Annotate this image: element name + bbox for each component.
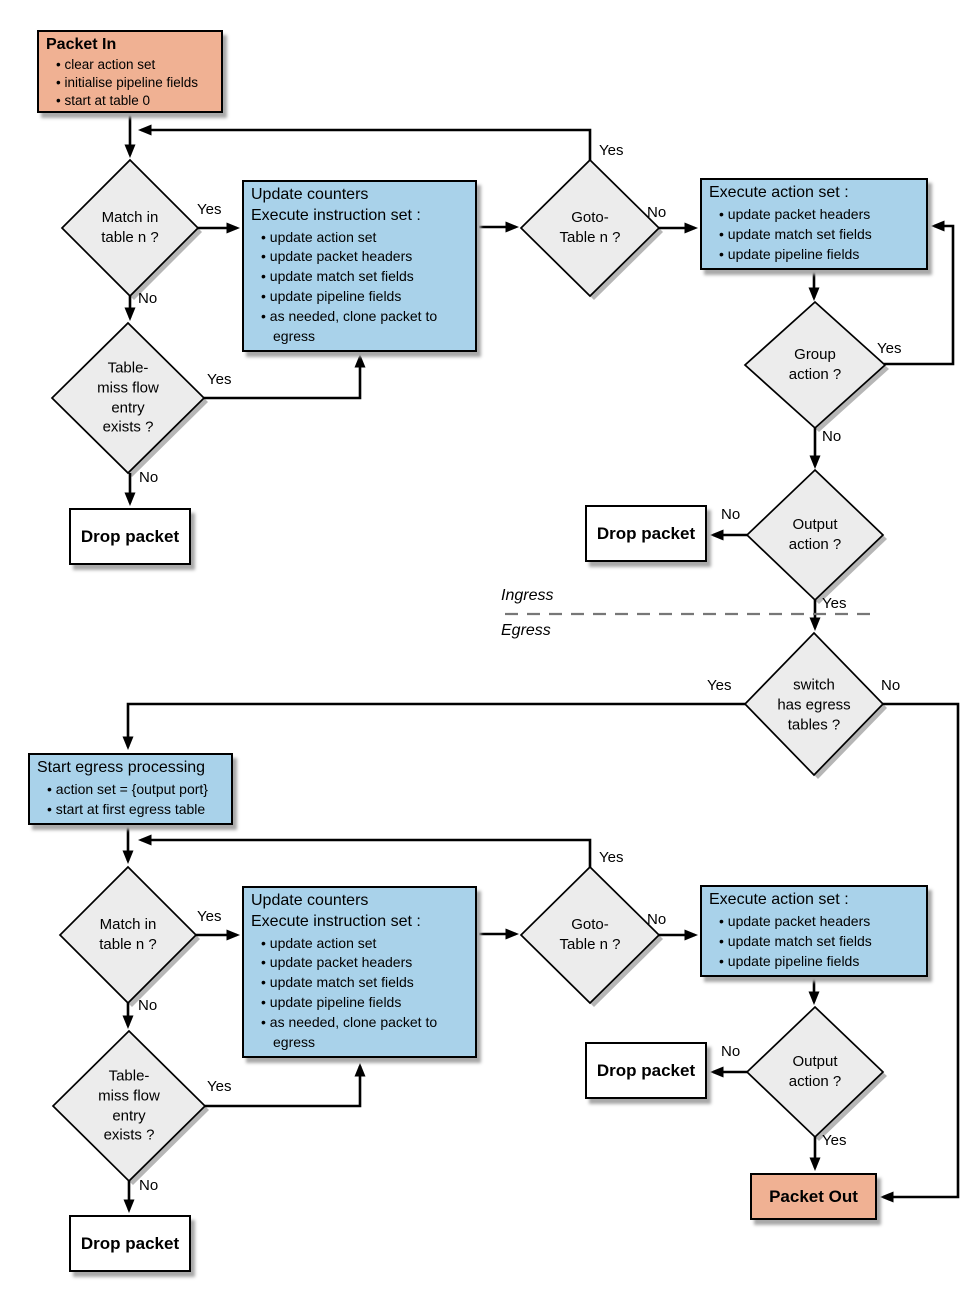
match-ingress-diamond-shape	[60, 158, 200, 298]
tablemiss-egress-diamond-shape	[51, 1029, 207, 1183]
update-counters-title: Update counters	[251, 186, 369, 203]
tablemiss-ingress-diamond-shape	[50, 321, 206, 475]
edge-label-match-egress-no: No	[138, 997, 158, 1014]
switch-decision-label: switch has egress tables ?	[777, 676, 851, 733]
update-counters-egress-box: Update counters Execute instruction set …	[242, 886, 477, 1058]
edge-label-switch-no: No	[881, 677, 901, 694]
edge-label-goto-egress-no: No	[647, 911, 667, 928]
edge-label-output-ingress-yes: Yes	[822, 595, 847, 612]
edge-label-tablemiss-egress-yes: Yes	[207, 1078, 232, 1095]
bullet-item: update pipeline fields	[719, 245, 920, 265]
bullet-item: action set = {output port}	[47, 780, 225, 800]
start-egress-title: Start egress processing	[37, 759, 206, 776]
edge-label-goto-ingress-yes: Yes	[599, 142, 624, 159]
update-counters-ingress-box: Update counters Execute instruction set …	[242, 180, 477, 352]
drop-packet-ingress-left-box: Drop packet	[69, 508, 191, 565]
group-diamond-shape	[743, 300, 887, 430]
goto-ingress-diamond-shape	[519, 158, 661, 298]
bullet-item: update packet headers	[719, 205, 920, 225]
edge-label-match-egress-yes: Yes	[197, 908, 222, 925]
execute-instruction-title: Execute instruction set :	[251, 912, 421, 930]
execute-action-egress-box: Execute action set : update packet heade…	[700, 885, 928, 977]
edge-goto-yes-loop-ingress	[138, 124, 592, 160]
ingress-zone-label: Ingress	[501, 587, 554, 604]
bullet-item: update match set fields	[261, 267, 469, 287]
bullet-item: update pipeline fields	[719, 952, 920, 972]
output-ingress-decision-label: Output action ?	[788, 516, 842, 553]
output-egress-decision-label: Output action ?	[788, 1053, 842, 1090]
edge-tablemiss-yes-egress	[205, 1063, 366, 1108]
edge-label-output-egress-yes: Yes	[822, 1132, 847, 1149]
execute-action-title: Execute action set :	[709, 184, 849, 201]
bullet-item: initialise pipeline fields	[56, 74, 215, 92]
edge-label-tablemiss-ingress-no: No	[139, 469, 159, 486]
edge-label-output-ingress-no: No	[721, 506, 741, 523]
bullet-item: update match set fields	[261, 973, 469, 993]
start-egress-box: Start egress processing action set = {ou…	[28, 753, 233, 825]
goto-ingress-decision-label: Goto- Table n ?	[559, 209, 621, 246]
packet-in-title: Packet In	[46, 36, 117, 53]
edge-label-output-egress-no: No	[721, 1043, 741, 1060]
bullet-item: update action set	[261, 934, 469, 954]
drop-packet-ingress-right-box: Drop packet	[585, 505, 707, 562]
bullet-item: start at first egress table	[47, 800, 225, 820]
packet-in-box: Packet In clear action set initialise pi…	[37, 30, 223, 113]
goto-egress-diamond-shape	[519, 865, 661, 1005]
output-ingress-diamond-shape	[745, 468, 885, 602]
edge-tablemiss-yes-ingress	[204, 354, 366, 400]
egress-zone-label: Egress	[501, 622, 551, 639]
bullet-item: as needed, clone packet to egress	[261, 1013, 469, 1053]
execute-action-ingress-box: Execute action set : update packet heade…	[700, 178, 928, 270]
update-counters-title: Update counters	[251, 892, 369, 909]
tablemiss-egress-decision-label: Table- miss flow entry exists ?	[98, 1067, 160, 1144]
bullet-item: update pipeline fields	[261, 287, 469, 307]
edge-label-tablemiss-ingress-yes: Yes	[207, 371, 232, 388]
tablemiss-ingress-decision-label: Table- miss flow entry exists ?	[97, 359, 159, 436]
bullet-item: update action set	[261, 228, 469, 248]
bullet-item: update packet headers	[719, 912, 920, 932]
drop-packet-egress-right-box: Drop packet	[585, 1042, 707, 1099]
output-egress-diamond-shape	[745, 1005, 885, 1139]
bullet-item: update match set fields	[719, 932, 920, 952]
edge-label-match-ingress-no: No	[138, 290, 158, 307]
edge-group-yes-loop	[884, 220, 955, 366]
bullet-item: start at table 0	[56, 92, 215, 110]
goto-egress-decision-label: Goto- Table n ?	[559, 916, 621, 953]
edge-goto-yes-loop-egress	[138, 834, 592, 867]
edge-label-goto-ingress-no: No	[647, 204, 667, 221]
bullet-item: as needed, clone packet to egress	[261, 307, 469, 347]
bullet-item: update match set fields	[719, 225, 920, 245]
bullet-item: update pipeline fields	[261, 993, 469, 1013]
edge-label-tablemiss-egress-no: No	[139, 1177, 159, 1194]
packet-out-box: Packet Out	[750, 1173, 877, 1220]
bullet-item: update packet headers	[261, 247, 469, 267]
connectors	[122, 112, 960, 1213]
bullet-item: clear action set	[56, 56, 215, 74]
edge-switch-no	[880, 702, 960, 1203]
edge-label-match-ingress-yes: Yes	[197, 201, 222, 218]
match-egress-decision-label: Match in table n ?	[99, 916, 157, 953]
execute-instruction-title: Execute instruction set :	[251, 206, 421, 224]
drop-packet-egress-left-box: Drop packet	[69, 1215, 191, 1272]
edge-label-goto-egress-yes: Yes	[599, 849, 624, 866]
edge-label-switch-yes: Yes	[707, 677, 732, 694]
edge-label-group-yes: Yes	[877, 340, 902, 357]
decision-shapes	[50, 158, 887, 1183]
match-egress-diamond-shape	[58, 865, 198, 1005]
edge-label-group-no: No	[822, 428, 842, 445]
switch-diamond-shape	[743, 631, 885, 777]
bullet-item: update packet headers	[261, 953, 469, 973]
edge-switch-yes	[122, 702, 745, 750]
match-ingress-decision-label: Match in table n ?	[101, 209, 159, 246]
execute-action-title: Execute action set :	[709, 891, 849, 908]
group-decision-label: Group action ?	[788, 346, 842, 383]
